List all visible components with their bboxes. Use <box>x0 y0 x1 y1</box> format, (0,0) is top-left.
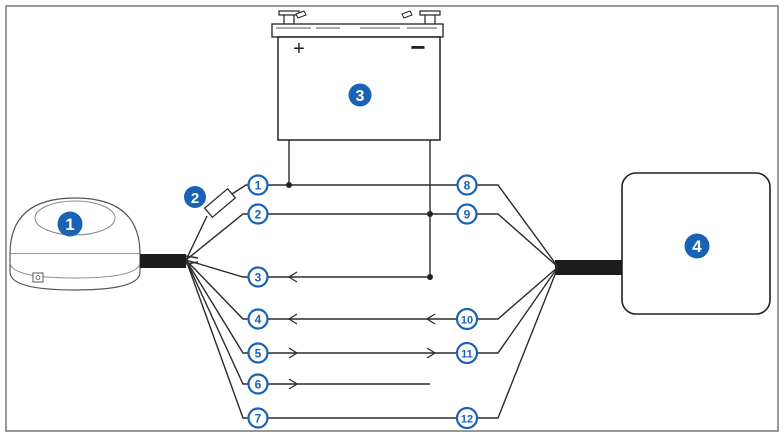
junction-negative-wire-3 <box>427 274 433 280</box>
wire-label-6-circle <box>247 373 269 395</box>
arrow-wire-6-right <box>288 378 299 390</box>
battery-positive-terminal <box>278 10 307 28</box>
battery: + − 3 <box>271 10 444 141</box>
remote-device: 4 <box>621 172 771 315</box>
wire-label-3-circle <box>247 266 269 288</box>
wire-label-11-circle <box>455 341 479 365</box>
wire-5-to-11 <box>185 259 559 354</box>
wire-label-1-circle <box>247 174 269 196</box>
callout-4-circle <box>684 233 710 259</box>
wire-label-9: 9 <box>464 208 471 222</box>
wire-label-7-circle <box>247 407 269 429</box>
arrow-wire-3-left <box>287 271 298 283</box>
wire-label-8: 8 <box>464 179 471 193</box>
arrow-wire-11-right <box>426 347 437 359</box>
battery-negative-symbol: − <box>410 32 425 62</box>
callout-2-label: 2 <box>191 190 199 207</box>
wire-label-5-circle <box>247 342 269 364</box>
callout-1-label: 1 <box>65 215 74 234</box>
dome-device-port <box>32 272 44 283</box>
wire-label-2: 2 <box>255 208 262 222</box>
wire-label-12: 12 <box>461 414 473 426</box>
wire-4-to-10 <box>185 259 559 320</box>
wire-7-to-12 <box>185 259 559 419</box>
wire-label-5: 5 <box>255 347 262 361</box>
wire-label-4-circle <box>247 308 269 330</box>
left-cable-jacket <box>140 254 186 268</box>
callout-1-circle <box>57 211 83 237</box>
wire-1-to-8 <box>185 184 559 268</box>
wire-label-7: 7 <box>255 412 262 426</box>
wire-label-6: 6 <box>255 378 262 392</box>
arrow-wire-5-right <box>288 347 299 359</box>
wire-label-1: 1 <box>255 179 262 193</box>
diagram-border <box>5 5 779 432</box>
wire-label-12-circle <box>455 406 479 430</box>
junction-battery-positive <box>286 182 292 188</box>
wire-label-8-circle <box>456 174 478 196</box>
callout-2-circle <box>184 186 206 208</box>
callout-3-circle <box>348 83 372 107</box>
dome-device: 1 <box>9 197 141 291</box>
wire-label-2-circle <box>247 203 269 225</box>
callout-3-label: 3 <box>356 88 365 105</box>
battery-positive-symbol: + <box>293 38 305 60</box>
wire-label-9-circle <box>456 203 478 225</box>
arrow-wire-10-left <box>425 313 436 325</box>
wire-label-10-circle <box>455 307 479 331</box>
fuse: 2 <box>184 186 237 219</box>
wire-label-10: 10 <box>461 315 473 327</box>
arrow-wire-4-left <box>287 313 298 325</box>
right-cable-jacket <box>555 260 622 275</box>
callout-4-label: 4 <box>692 237 702 256</box>
junction-negative-wire-2 <box>427 211 433 217</box>
battery-negative-terminal <box>401 10 441 28</box>
wire-label-3: 3 <box>255 271 262 285</box>
wire-3 <box>185 259 430 278</box>
wire-label-4: 4 <box>255 313 262 327</box>
wire-2-to-9 <box>185 213 559 268</box>
wire-6 <box>185 259 430 385</box>
wire-label-11: 11 <box>461 349 473 361</box>
